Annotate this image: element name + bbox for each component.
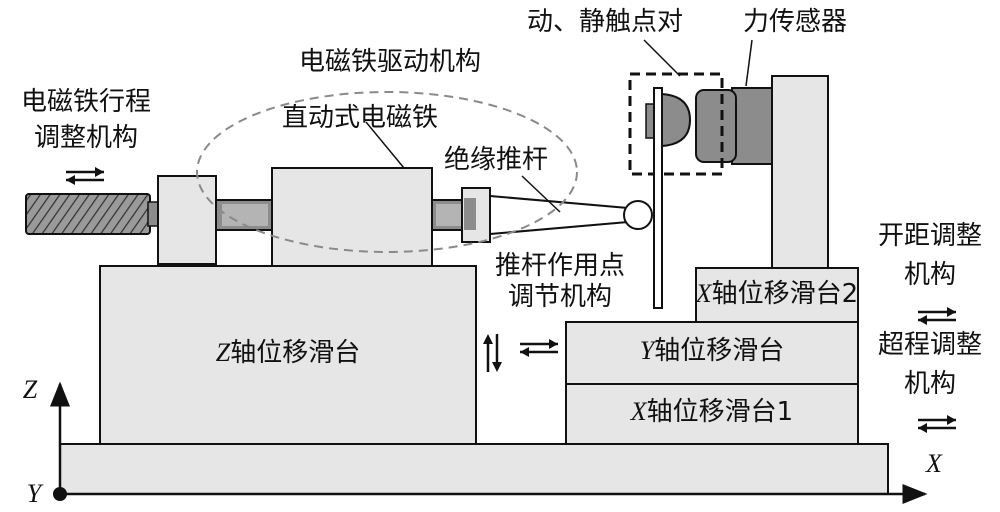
leader-push-rod: [521, 175, 561, 213]
drive-mechanism-label: 电磁铁驱动机构: [299, 47, 481, 77]
z-adjust-arrows-icon: [483, 334, 502, 372]
gap-adjust-label-line2: 机构: [904, 260, 956, 290]
sensor-pillar: [771, 75, 829, 269]
force-sensor-body: [731, 87, 773, 165]
x-stage-2-prefix: X: [695, 279, 713, 308]
z-stage-label: Z轴位移滑台: [216, 338, 360, 368]
y-stage-label: Y轴位移滑台: [640, 336, 784, 366]
over-adjust-label-line1: 超程调整: [878, 330, 982, 360]
push-rod-tip: [623, 200, 653, 230]
force-sensor-label: 力传感器: [743, 7, 847, 37]
contacts-label: 动、静触点对: [527, 7, 683, 37]
action-point-label-line2: 调节机构: [508, 282, 612, 312]
bearing-block: [157, 175, 217, 265]
z-stage: [99, 265, 477, 445]
shaft-left-inner: [222, 204, 268, 226]
contact-backplate: [645, 103, 655, 139]
moving-contact: [661, 92, 692, 148]
x-stage-1-suffix: 轴位移滑台1: [647, 397, 794, 427]
push-rod-label: 绝缘推杆: [444, 145, 548, 175]
leader-sensor: [745, 39, 753, 87]
action-point-label-line1: 推杆作用点: [495, 251, 625, 281]
x-stage-2-suffix: 轴位移滑台2: [712, 279, 859, 309]
shaft-right-inner: [436, 204, 464, 226]
z-stage-suffix: 轴位移滑台: [230, 338, 360, 368]
y-axis-origin-dot: [53, 487, 67, 501]
stroke-adjust-screw: [25, 193, 151, 235]
gap-adjust-label-line1: 开距调整: [878, 221, 982, 251]
x-axis-label: X: [925, 449, 943, 478]
drive-mechanism-ellipse: [196, 91, 578, 253]
x-stage-1-label: X轴位移滑台1: [630, 397, 793, 427]
z-stage-prefix: Z: [216, 338, 231, 367]
leader-magnet: [365, 121, 405, 169]
push-rod-holder-inner: [464, 198, 476, 230]
y-stage-suffix: 轴位移滑台: [654, 336, 784, 366]
base-plate: [59, 443, 889, 495]
x-stage-2: [695, 267, 859, 323]
linear-magnet-label: 直动式电磁铁: [282, 103, 438, 133]
x-stage-2-label: X轴位移滑台2: [695, 279, 858, 309]
stroke-adjust-label-line1: 电磁铁行程: [21, 87, 151, 117]
gap-adjust-arrows-icon: [918, 307, 956, 325]
action-point-arrows-icon: [520, 339, 558, 357]
force-sensor-head: [695, 89, 737, 163]
x-stage-1: [565, 383, 859, 445]
contact-arm: [653, 87, 663, 309]
stroke-adjust-label-line2: 调整机构: [34, 123, 138, 153]
over-adjust-label-line2: 机构: [904, 369, 956, 399]
z-axis-label: Z: [23, 375, 38, 404]
stroke-adjust-arrows-icon: [66, 167, 104, 185]
y-stage-prefix: Y: [640, 336, 657, 365]
x-stage-1-prefix: X: [630, 397, 648, 426]
push-rod-upper: [489, 195, 629, 209]
y-axis-label: Y: [27, 479, 44, 508]
leader-contacts: [643, 39, 681, 77]
over-adjust-arrows-icon: [918, 415, 956, 433]
